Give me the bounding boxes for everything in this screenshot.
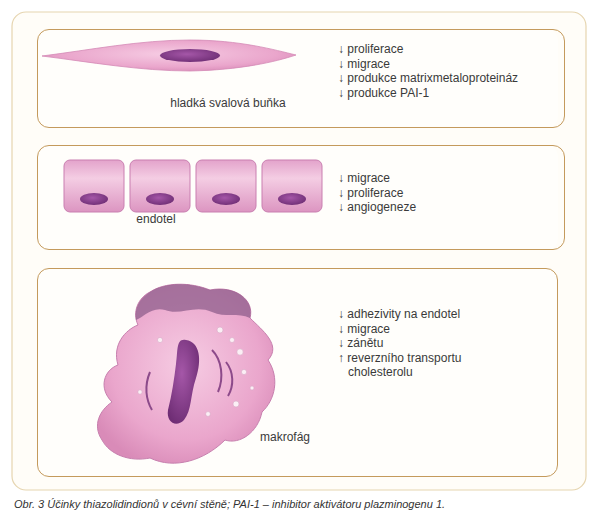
- endothelium: [64, 160, 322, 212]
- cell-label: hladká svalová buňka: [108, 96, 348, 111]
- macrophage-body: [97, 284, 274, 463]
- outer-panel: [12, 12, 586, 490]
- granule: [157, 337, 162, 342]
- effect-list: ↓ proliferace↓ migrace↓ produkce matrixm…: [338, 42, 553, 100]
- effect-item: ↓ zánětu: [338, 336, 488, 351]
- endothelium-panel: endotel ↓ migrace↓ proliferace↓ angiogene…: [37, 145, 565, 250]
- effect-item: ↓ proliferace: [338, 42, 553, 57]
- panel-fill: [37, 29, 558, 128]
- nucleus: [212, 193, 240, 205]
- granules: [138, 327, 254, 416]
- granule: [241, 369, 246, 374]
- granule: [237, 349, 243, 355]
- cell-label: makrofág: [245, 430, 325, 445]
- endothelial-cell: [64, 160, 124, 212]
- granule: [250, 386, 254, 390]
- organelle: [226, 362, 232, 396]
- smooth-muscle-cell: [42, 40, 296, 71]
- effect-item: ↓ produkce PAI-1: [338, 86, 553, 101]
- effect-item: ↓ migrace: [338, 322, 488, 337]
- granule: [138, 390, 142, 394]
- effect-item: ↓ adhezivity na endotel: [338, 307, 488, 322]
- endothelial-cell: [196, 160, 256, 212]
- effect-item: ↓ migrace: [338, 171, 553, 186]
- panel-fill: [37, 145, 558, 250]
- effect-item: ↓ migrace: [338, 57, 553, 72]
- smooth-muscle-panel: hladká svalová buňka↓ proliferace↓ migra…: [37, 29, 565, 128]
- granule: [230, 338, 235, 343]
- nucleus: [278, 193, 306, 205]
- macrophage-panel: makrofág ↓ adhezivity na endotel↓ migrace…: [37, 268, 558, 477]
- granule: [233, 401, 239, 407]
- pseudopod: [136, 284, 251, 320]
- organelle: [146, 372, 152, 410]
- nucleus: [168, 340, 199, 424]
- nucleus: [146, 193, 174, 205]
- nucleus: [160, 49, 220, 62]
- effect-item: ↑ reverzního transportu cholesterolu: [338, 351, 488, 380]
- granule: [217, 327, 223, 333]
- macrophage: [97, 284, 274, 463]
- endothelial-cell: [262, 160, 322, 212]
- cell-label: endotel: [116, 212, 196, 227]
- organelle: [212, 350, 221, 392]
- nucleus: [80, 193, 108, 205]
- effect-list: ↓ adhezivity na endotel↓ migrace↓ zánětu…: [338, 307, 488, 380]
- figure-caption: Obr. 3 Účinky thiazolidindionů v cévní s…: [14, 498, 584, 510]
- granule: [206, 412, 211, 417]
- effect-list: ↓ migrace↓ proliferace↓ angiogeneze: [338, 171, 553, 215]
- panel-fill: [37, 268, 558, 477]
- endothelial-cell: [130, 160, 190, 212]
- effect-item: ↓ proliferace: [338, 186, 553, 201]
- effect-item: ↓ produkce matrixmetaloproteináz: [338, 71, 553, 86]
- effect-item: ↓ angiogeneze: [338, 200, 553, 215]
